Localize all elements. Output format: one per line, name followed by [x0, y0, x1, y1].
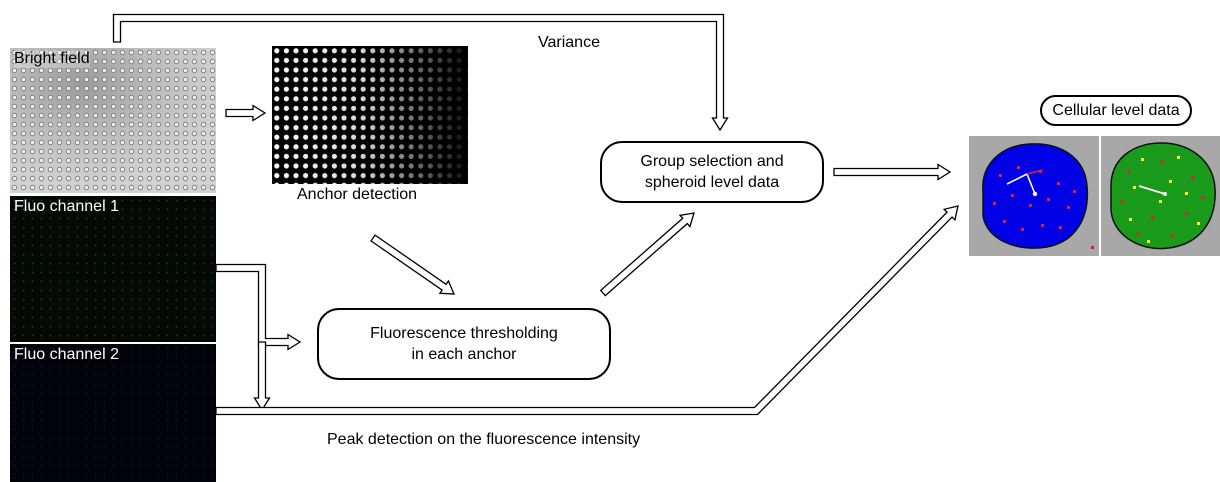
fluo-channel-2-label: Fluo channel 2 [14, 346, 119, 363]
cellular-level-data-label: Cellular level data [1052, 102, 1180, 119]
arrow-group-to-cellular [833, 163, 952, 181]
spheroid-green-tile [1101, 136, 1220, 256]
arrow-threshold-to-group [599, 212, 695, 297]
fluo-channel-1-label: Fluo channel 1 [14, 198, 119, 215]
microwell-grid [10, 48, 216, 193]
fluorescence-thresholding-box: Fluorescence thresholding in each anchor [317, 308, 611, 380]
arrow-fluo2-to-threshold [253, 341, 271, 412]
fluo-channel-1-image: Fluo channel 1 [10, 196, 216, 342]
thresholding-line-2: in each anchor [411, 346, 517, 363]
group-selection-box: Group selection and spheroid level data [600, 141, 824, 203]
arrow-bright-to-anchor [225, 104, 267, 122]
bright-field-label: Bright field [14, 50, 90, 68]
spheroid-blue [982, 143, 1094, 249]
bright-field-image: Bright field [10, 48, 216, 193]
group-line-1: Group selection and [640, 153, 784, 170]
cellular-level-data-box: Cellular level data [1040, 95, 1192, 126]
peak-detection-label: Peak detection on the fluorescence inten… [327, 431, 641, 448]
anchor-detection-caption: Anchor detection [297, 186, 418, 203]
fluo-channel-2-image: Fluo channel 2 [10, 344, 216, 482]
anchor-detection-image [272, 46, 468, 184]
thresholding-line-1: Fluorescence thresholding [370, 325, 558, 342]
arrow-peak-to-cellular [215, 205, 959, 416]
variance-label: Variance [538, 34, 600, 51]
spheroid-blue-tile [969, 136, 1099, 256]
blue-dot-grid [10, 344, 216, 482]
arrow-variance-loop [112, 13, 729, 132]
anchor-dot-grid [272, 46, 468, 184]
spheroid-green [1110, 142, 1216, 250]
green-dot-grid [10, 196, 216, 342]
arrow-fluo1-to-threshold [215, 263, 302, 351]
arrow-anchor-to-threshold [370, 234, 456, 295]
group-line-2: spheroid level data [644, 174, 780, 191]
